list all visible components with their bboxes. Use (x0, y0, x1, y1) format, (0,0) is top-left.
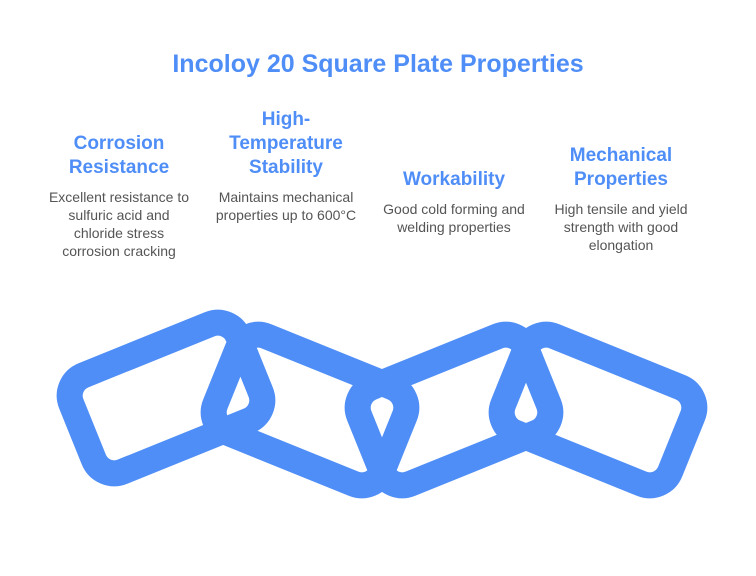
property-mechanical-properties: Mechanical Properties High tensile and y… (546, 144, 696, 254)
property-heading: Workability (402, 169, 506, 190)
property-corrosion-resistance: Corrosion Resistance Excellent resistanc… (44, 132, 194, 260)
property-high-temperature-stability: High-Temperature Stability Maintains mec… (211, 108, 361, 224)
property-description: High tensile and yield strength with goo… (554, 201, 688, 253)
property-workability: Workability Good cold forming and weldin… (379, 168, 529, 236)
chain-link-3 (344, 321, 564, 499)
property-heading: Mechanical Properties (569, 145, 673, 190)
diagram-title: Incoloy 20 Square Plate Properties (172, 50, 584, 78)
property-heading: High-Temperature Stability (229, 109, 343, 178)
chain-link-2 (200, 321, 420, 499)
property-description: Good cold forming and welding properties (383, 201, 525, 235)
chain-link-1 (56, 309, 276, 487)
property-description: Maintains mechanical properties up to 60… (215, 189, 357, 223)
property-description: Excellent resistance to sulfuric acid an… (48, 189, 190, 259)
chain-link-4 (488, 321, 708, 499)
property-heading: Corrosion Resistance (68, 133, 170, 178)
